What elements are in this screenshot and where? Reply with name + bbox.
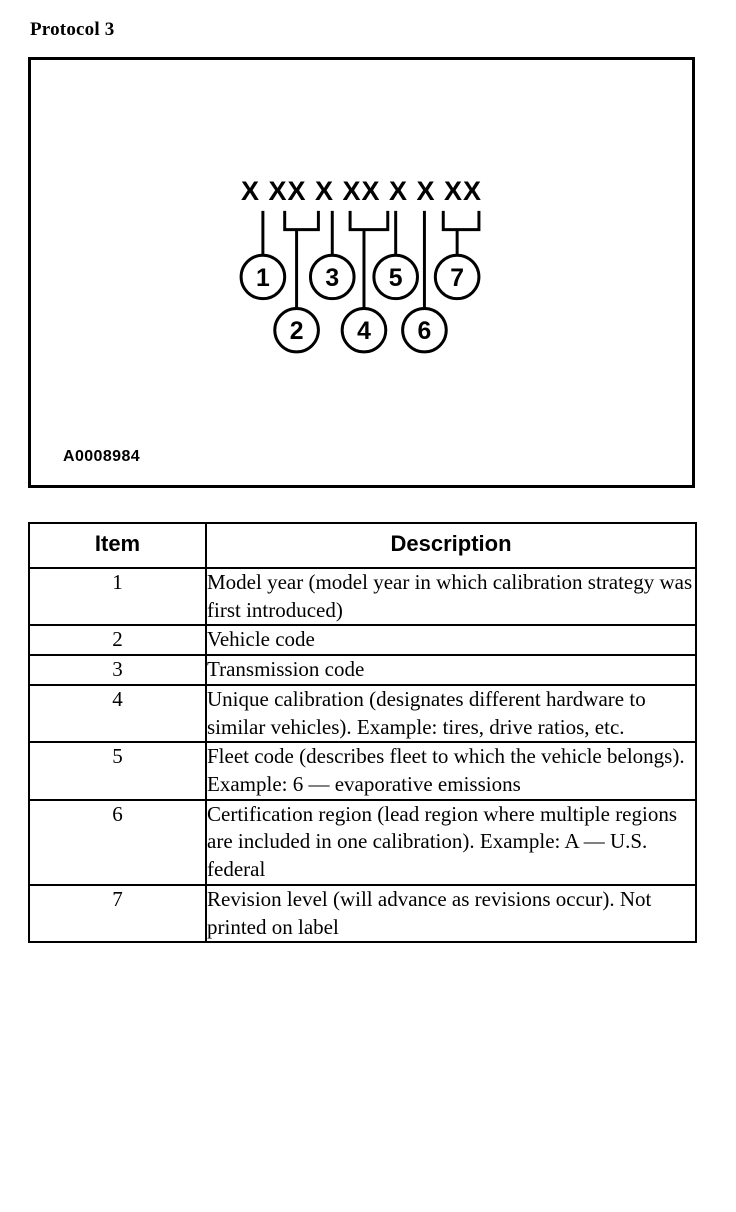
figure-box: X XX X XX X X XX [28, 57, 695, 488]
table-body: 1 Model year (model year in which calibr… [28, 566, 697, 944]
table-row: 1 Model year (model year in which calibr… [28, 566, 697, 627]
callout-label-2: 2 [290, 318, 304, 345]
cell-item: 4 [28, 683, 207, 744]
callout-label-4: 4 [357, 318, 371, 345]
callout-label-3: 3 [325, 265, 339, 292]
cell-item: 2 [28, 624, 207, 657]
cell-item: 3 [28, 654, 207, 686]
bracket-7 [441, 210, 481, 232]
cell-description: Fleet code (describes fleet to which the… [205, 741, 697, 801]
callout-diagram: 1 2 3 4 5 6 7 [239, 210, 481, 354]
column-header-item: Item [28, 522, 207, 569]
callout-label-5: 5 [389, 265, 403, 292]
callout-label-7: 7 [450, 265, 464, 292]
callout-circle-1 [239, 253, 287, 301]
callout-circle-4 [340, 307, 388, 354]
table-row: 3 Transmission code [28, 654, 697, 686]
callout-label-1: 1 [256, 265, 270, 292]
cell-description: Model year (model year in which calibrat… [205, 566, 697, 627]
figure-id-label: A0008984 [63, 448, 141, 465]
page-title: Protocol 3 [30, 19, 115, 40]
callout-label-6: 6 [418, 318, 432, 345]
cell-item: 5 [28, 741, 207, 801]
cell-description: Transmission code [205, 654, 697, 686]
table-row: 2 Vehicle code [28, 624, 697, 657]
item-description-table: Item Description 1 Model year (model yea… [28, 522, 697, 944]
table-header-row: Item Description [28, 522, 697, 569]
callout-circle-5 [372, 253, 419, 301]
cell-item: 6 [28, 798, 207, 886]
cell-description: Vehicle code [205, 624, 697, 657]
table-row: 4 Unique calibration (designates differe… [28, 683, 697, 744]
callout-circle-7 [433, 253, 481, 301]
bracket-4 [348, 210, 390, 232]
cell-description: Revision level (will advance as revision… [205, 883, 697, 944]
cell-item: 1 [28, 566, 207, 627]
bracket-2 [283, 210, 320, 232]
callout-circle-3 [308, 253, 356, 301]
cell-description: Unique calibration (designates different… [205, 683, 697, 744]
callout-circle-6 [401, 307, 448, 354]
cell-item: 7 [28, 883, 207, 944]
table-row: 6 Certification region (lead region wher… [28, 798, 697, 886]
table-row: 7 Revision level (will advance as revisi… [28, 883, 697, 944]
table-row: 5 Fleet code (describes fleet to which t… [28, 741, 697, 801]
cell-description: Certification region (lead region where … [205, 798, 697, 886]
callout-circle-2 [273, 307, 320, 354]
column-header-description: Description [205, 522, 697, 569]
figure-inner: X XX X XX X X XX [31, 60, 692, 485]
calibration-code-string: X XX X XX X X XX [240, 176, 483, 206]
